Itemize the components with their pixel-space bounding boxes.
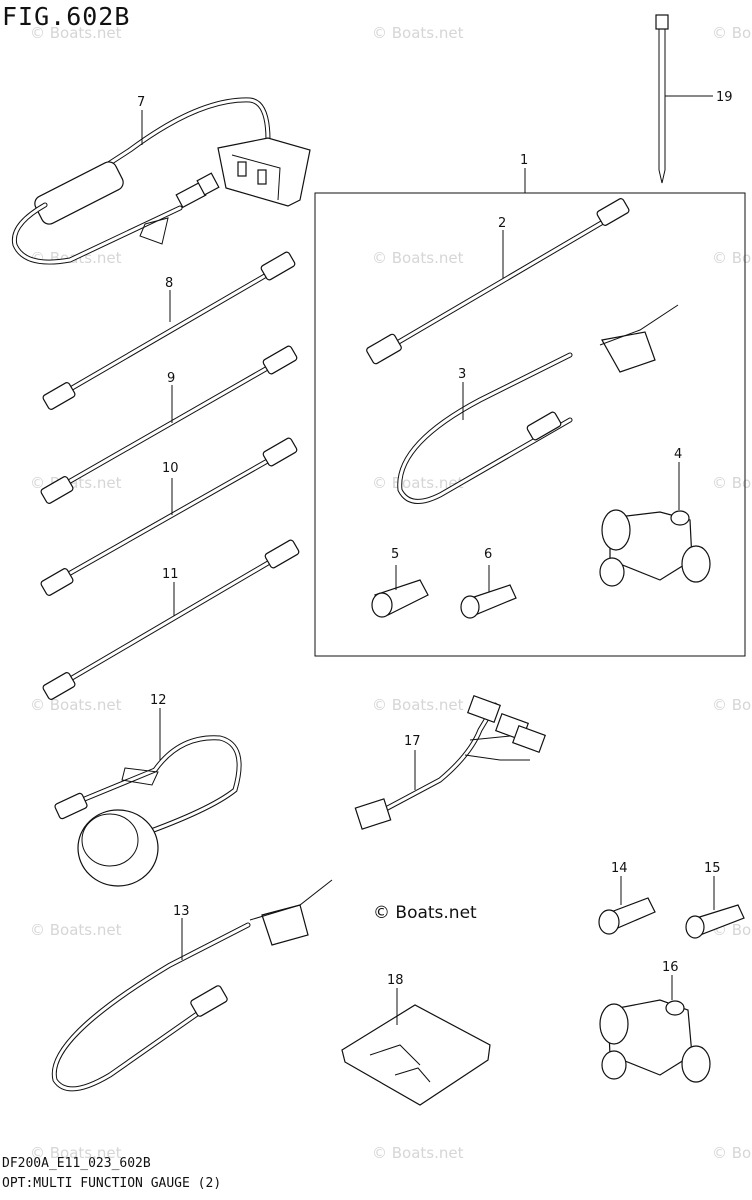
watermark: © Boats.net <box>30 24 122 42</box>
figure-caption: OPT:MULTI FUNCTION GAUGE (2) <box>2 1176 222 1191</box>
part-6-terminator: 6 <box>460 547 517 619</box>
callout-5: 5 <box>391 547 399 562</box>
watermark: © Boats.net <box>712 1144 752 1162</box>
callout-14: 14 <box>611 861 628 876</box>
callout-4: 4 <box>674 447 682 462</box>
callout-11: 11 <box>162 567 179 582</box>
callout-12: 12 <box>150 693 167 708</box>
watermark: © Boats.net <box>372 24 464 42</box>
part-15-terminator: 15 <box>685 861 745 939</box>
part-5-terminator: 5 <box>371 547 429 618</box>
watermark: © Boats.net <box>30 696 122 714</box>
part-18-parts-bag: 18 <box>341 973 491 1106</box>
watermark-layer: © Boats.net © Boats.net © Boats.net © Bo… <box>30 24 752 1162</box>
part-1-kit-frame: 1 <box>314 153 746 657</box>
part-2-drop-cable: 2 <box>366 198 630 365</box>
part-16-t-connector: 16 <box>599 960 711 1083</box>
callout-10: 10 <box>162 461 179 476</box>
part-4-t-connector: 4 <box>599 447 711 587</box>
callout-8: 8 <box>165 276 173 291</box>
callout-7: 7 <box>137 95 145 110</box>
part-17-wire-harness: 17 <box>354 694 547 830</box>
callout-13: 13 <box>173 904 190 919</box>
part-9-backbone-cable: 9 <box>40 345 298 504</box>
callout-6: 6 <box>484 547 492 562</box>
callout-3: 3 <box>458 367 466 382</box>
watermark: © Boats.net <box>712 474 752 492</box>
callout-15: 15 <box>704 861 721 876</box>
figure-title: FIG.602B <box>2 2 131 31</box>
callout-17: 17 <box>404 734 421 749</box>
copyright-mark: © Boats.net <box>373 903 477 923</box>
part-13-power-cable: 13 <box>51 879 333 1092</box>
part-8-backbone-cable: 8 <box>42 251 296 410</box>
part-10-backbone-cable: 10 <box>40 437 298 596</box>
watermark: © Boats.net <box>372 1144 464 1162</box>
part-11-backbone-cable: 11 <box>42 539 300 700</box>
part-7-sensor-cable: 7 <box>11 95 311 265</box>
figure-code: DF200A_E11_023_602B <box>2 1156 151 1171</box>
watermark: © Boats.net <box>372 474 464 492</box>
part-19-cable-tie: 19 <box>655 14 733 184</box>
watermark: © Boats.net <box>372 249 464 267</box>
watermark: © Boats.net <box>30 921 122 939</box>
callout-9: 9 <box>167 371 175 386</box>
part-14-terminator: 14 <box>598 861 656 935</box>
part-12-gps-antenna: 12 <box>54 693 242 887</box>
callout-18: 18 <box>387 973 404 988</box>
part-3-power-cable: 3 <box>397 304 679 504</box>
watermark: © Boats.net <box>372 696 464 714</box>
callout-2: 2 <box>498 216 506 231</box>
callout-19: 19 <box>716 90 733 105</box>
watermark: © Boats.net <box>712 696 752 714</box>
callout-1: 1 <box>520 153 528 168</box>
watermark: © Boats.net <box>712 249 752 267</box>
watermark: © Boats.net <box>712 24 752 42</box>
callout-16: 16 <box>662 960 679 975</box>
watermark: © Boats.net <box>30 1144 122 1162</box>
